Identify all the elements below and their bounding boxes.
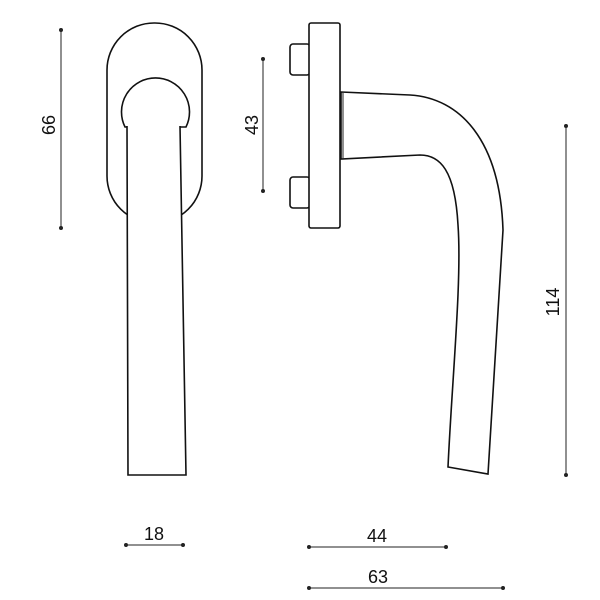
front-view	[106, 22, 203, 476]
dimension-label: 63	[368, 567, 388, 587]
handle-lever-front	[126, 125, 187, 476]
dimension-43: 43	[242, 57, 265, 193]
pin-top	[289, 43, 311, 76]
collar-circle	[120, 77, 191, 128]
pin-bottom	[289, 176, 311, 209]
dimension-label: 18	[144, 524, 164, 544]
dimension-66: 66	[39, 28, 63, 230]
dimension-label: 114	[543, 288, 563, 317]
base-plate	[308, 22, 341, 229]
handle-lever-side	[340, 91, 504, 475]
dimension-label: 66	[39, 115, 59, 135]
side-view	[289, 22, 504, 475]
dimension-label: 44	[367, 526, 387, 546]
dimension-44: 44	[307, 526, 448, 549]
dimension-label: 43	[242, 115, 262, 135]
dimension-114: 114	[543, 124, 568, 477]
dimension-63: 63	[307, 567, 505, 590]
dimension-18: 18	[124, 524, 185, 547]
